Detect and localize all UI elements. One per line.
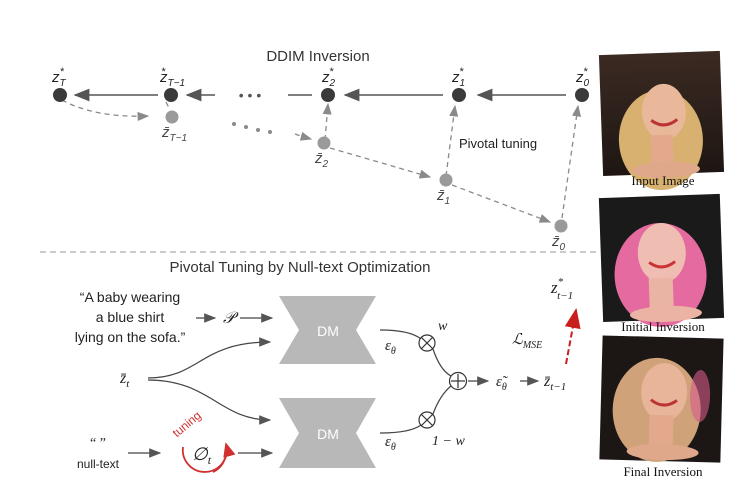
prompt-line-3: lying on the sofa.” [75,329,186,345]
loss-arrow [564,308,581,365]
eps-bottom: εθ [385,434,396,453]
dm-bottom-box: DM [279,398,376,468]
multiply-top [418,334,436,352]
dashed-dots [232,122,272,134]
pivotal-tuning-label: Pivotal tuning [459,136,537,151]
label-bz1: z̄1 [436,187,450,207]
caption-initial: Initial Inversion [621,319,705,334]
node-zT [53,88,67,102]
prompt-line-1: “A baby wearing [80,289,180,305]
node-z1 [452,88,466,102]
label-bz0: z̄0 [551,233,566,253]
photo-final: Final Inversion [599,335,724,479]
prompt-text: “A baby wearing a blue shirt lying on th… [75,289,186,345]
dash-bz2-bz1 [329,147,432,179]
label-z0: z0* [575,66,590,89]
P-symbol: 𝒫 [223,310,239,327]
zt-label: z̄t [119,370,130,390]
eps-top: εθ [385,338,396,357]
label-zTm1: zT−1* [159,66,185,89]
null-quotes: “ ” [90,436,106,451]
plus-node [448,371,468,391]
tuning-loop: tuning ∅t [170,408,236,473]
dash-zTm1-bzTm1 [165,101,171,111]
label-zT: zT* [51,66,67,89]
caption-final: Final Inversion [623,464,703,479]
node-bzTm1 [165,110,179,124]
label-z1: z1* [451,66,465,89]
light-node-labels: z̄T−1 z̄2 z̄1 z̄0 [161,124,566,253]
label-bz2: z̄2 [314,150,329,170]
z-out: z̄t−1 [543,373,566,393]
caption-input: Input Image [631,173,694,188]
null-text-label: null-text [77,457,120,471]
dm-bottom-label: DM [317,426,339,442]
node-z2 [321,88,335,102]
dm-top-label: DM [317,323,339,339]
loss-label: ℒMSE [512,332,542,351]
dash-bz1-bz0 [451,184,552,223]
dark-nodes [53,88,589,102]
dash-dots-bz2 [294,131,313,141]
one-minus-w-label: 1 − w [432,434,465,449]
dash-bz2-z2 [322,102,332,141]
tuning-label: tuning [170,408,204,440]
node-bz2 [317,136,331,150]
z-star-target: z*t−1 [550,276,573,302]
prompt-line-2: a blue shirt [96,309,165,325]
combine-lines [379,329,540,434]
node-bz1 [439,173,453,187]
top-ellipsis: • • • [239,87,262,103]
dash-zT-bzTm1 [61,99,150,121]
dash-bz0-z0 [561,104,582,219]
dark-node-labels: zT* zT−1* z2* z1* z0* [51,66,590,89]
light-nodes [165,110,568,233]
dm-top-box: DM [279,296,376,364]
eps-tilde: ε̃θ [496,374,508,393]
zt-branches [147,337,272,425]
label-bzTm1: z̄T−1 [161,124,187,144]
node-z0 [575,88,589,102]
pivotal-dashed-arrows [61,99,582,223]
nulltext-title: Pivotal Tuning by Null-text Optimization [170,259,431,276]
ddim-title: DDIM Inversion [266,48,369,65]
multiply-bottom [418,411,436,429]
w-label: w [438,319,448,334]
photo-initial: Initial Inversion [598,193,725,334]
label-z2: z2* [321,66,336,89]
photo-input: Input Image [598,50,725,191]
phi-label: ∅t [192,444,212,467]
node-zTm1 [164,88,178,102]
node-bz0 [554,219,568,233]
dash-bz1-z1 [445,104,459,177]
